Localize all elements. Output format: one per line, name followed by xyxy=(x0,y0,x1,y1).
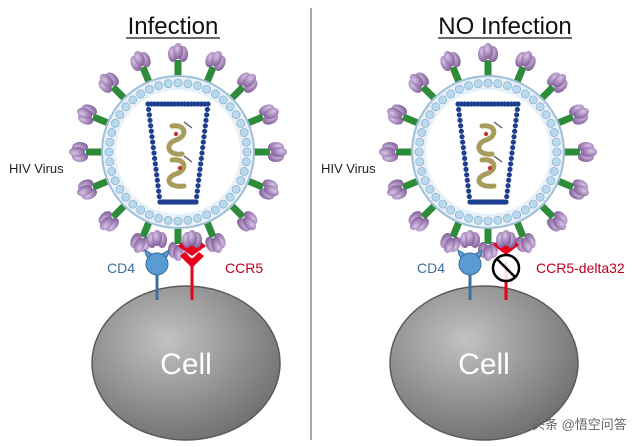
envelope-spike xyxy=(69,142,104,162)
envelope-spike xyxy=(555,104,589,127)
envelope-spike xyxy=(440,51,463,85)
envelope-spike xyxy=(513,219,536,253)
envelope-spike xyxy=(562,142,597,162)
envelope-spike xyxy=(252,142,287,162)
ccr5-coreceptor xyxy=(178,230,206,300)
cell: Cell xyxy=(91,285,281,441)
envelope-spike xyxy=(227,72,258,103)
panel-infection: Infection HIV Virus Cell xyxy=(9,13,287,441)
lipid-membrane xyxy=(104,78,252,226)
envelope-spike xyxy=(245,104,279,127)
cell-label: Cell xyxy=(160,348,212,381)
virus-label: HIV Virus xyxy=(321,161,376,176)
coreceptor-label: CCR5 xyxy=(225,260,263,276)
coreceptor-label: CCR5-delta32 xyxy=(536,260,625,276)
envelope-spike xyxy=(387,104,421,127)
envelope-spike xyxy=(440,219,463,253)
envelope-spike xyxy=(379,142,414,162)
envelope-spike xyxy=(555,177,589,200)
virus-label: HIV Virus xyxy=(9,161,64,176)
panel-title: Infection xyxy=(128,13,219,40)
envelope-spike xyxy=(513,51,536,85)
viral-rna-icon xyxy=(476,121,503,189)
envelope-spike xyxy=(130,51,153,85)
envelope-spike xyxy=(387,177,421,200)
wukong-logo-icon xyxy=(512,415,530,433)
cell: Cell xyxy=(389,285,579,441)
cell-label: Cell xyxy=(458,348,510,381)
envelope-spike xyxy=(537,72,568,103)
envelope-spike xyxy=(168,43,188,78)
cd4-label: CD4 xyxy=(107,260,135,276)
capsid-core xyxy=(145,101,211,205)
hiv-virus xyxy=(69,43,287,261)
envelope-spikes xyxy=(69,43,287,261)
envelope-spike xyxy=(130,219,153,253)
envelope-spike xyxy=(77,177,111,200)
cd4-receptor xyxy=(144,230,170,300)
envelope-spike xyxy=(203,219,226,253)
envelope-spike xyxy=(203,51,226,85)
viral-rna-icon xyxy=(166,121,193,189)
cd4-label: CD4 xyxy=(417,260,445,276)
lipid-membrane xyxy=(414,78,562,226)
watermark-text: 头条 @悟空问答 xyxy=(532,417,627,432)
ccr5-delta32-coreceptor xyxy=(491,230,521,300)
hiv-virus xyxy=(379,43,597,261)
envelope-spike xyxy=(77,104,111,127)
capsid-core xyxy=(455,101,521,205)
panel-no-infection: NO Infection HIV Virus Cell xyxy=(321,13,625,441)
panel-title: NO Infection xyxy=(438,13,571,40)
blocked-icon xyxy=(491,253,521,283)
envelope-spikes xyxy=(379,43,597,261)
cd4-receptor xyxy=(457,230,483,300)
envelope-spike xyxy=(227,201,258,232)
envelope-spike xyxy=(245,177,279,200)
watermark: 头条 @悟空问答 xyxy=(512,415,627,433)
envelope-spike xyxy=(478,43,498,78)
